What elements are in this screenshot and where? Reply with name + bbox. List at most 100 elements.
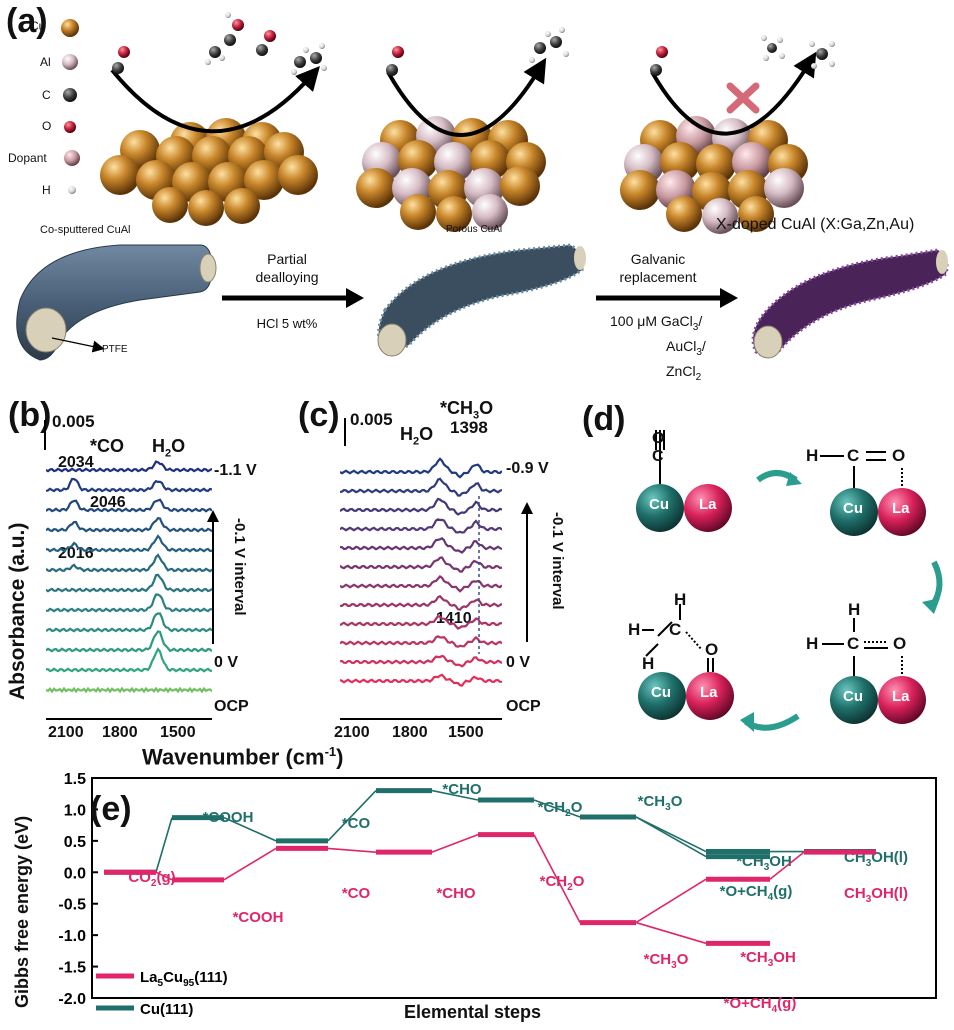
wavenumber-text: Wavenumber (cm xyxy=(142,744,325,770)
o: O xyxy=(419,424,434,444)
d2-h: H xyxy=(806,446,819,465)
step-label: CH3OH(l) xyxy=(844,885,908,905)
d3-h-top: H xyxy=(848,600,861,619)
d1-cu: Cu xyxy=(649,496,669,513)
interval-arrow-c xyxy=(521,502,533,642)
d4-cu: Cu xyxy=(651,684,671,701)
ch3o-label: *CH3O xyxy=(440,398,493,422)
connector xyxy=(155,871,173,881)
panel-label-d: (d) xyxy=(582,400,626,438)
step-label: *COOH xyxy=(203,809,254,826)
h: H xyxy=(152,436,165,456)
spectrum-b-trace xyxy=(46,517,212,533)
h: H xyxy=(400,424,413,444)
tube-doped xyxy=(751,248,949,359)
step-label: *CHO xyxy=(436,885,476,902)
step-label: *CO xyxy=(342,885,371,902)
legend-label: Cu(111) xyxy=(140,1001,193,1018)
xtick-b-1800: 1800 xyxy=(102,724,138,741)
step-label: *CHO xyxy=(442,781,482,798)
spectrum-c-trace xyxy=(340,654,502,668)
d1-la: La xyxy=(699,496,717,513)
paren: ) xyxy=(336,744,344,770)
panel-label-e: (e) xyxy=(90,790,132,828)
spectrum-b-trace xyxy=(46,498,212,513)
spectrum-b-trace xyxy=(46,686,212,694)
d3-cu: Cu xyxy=(843,688,863,705)
arrow1-top-line1: Partial xyxy=(267,251,307,267)
connector xyxy=(635,816,707,858)
scale-bar-c xyxy=(344,418,346,446)
arrow2-top-text: Galvanic replacement xyxy=(598,250,718,286)
connector xyxy=(533,799,581,818)
d1-o: O xyxy=(652,430,665,447)
connector xyxy=(635,921,707,945)
sup: -1 xyxy=(324,744,337,759)
arrow2-bottom-text: 100 μM GaCl3/ AuCl3/ ZnCl2 xyxy=(610,313,706,383)
spectrum-b-trace xyxy=(46,460,212,473)
d4-h-left: H xyxy=(628,620,641,639)
tube-porous xyxy=(377,243,586,357)
ylabel-e: Gibbs free energy (eV) xyxy=(12,815,32,1008)
tube2-label: Porous CuAl xyxy=(446,224,503,235)
spectrum-b-trace xyxy=(46,630,212,653)
spectrum-b-trace xyxy=(46,612,212,633)
xtick-c-1800: 1800 xyxy=(392,724,428,741)
sub: 2 xyxy=(413,435,420,448)
scale-bar-b xyxy=(44,420,46,450)
interval-arrow-b xyxy=(207,510,219,644)
zncl-label: ZnCl xyxy=(666,362,696,379)
spectrum-c-trace xyxy=(340,477,502,497)
spectrum-c-trace xyxy=(340,635,502,648)
gacl-label: GaCl xyxy=(660,313,693,329)
tube3-label: X-doped CuAl (X:Ga,Zn,Au) xyxy=(716,216,915,233)
cu-cluster-1 xyxy=(100,12,327,226)
d3-c: C xyxy=(847,634,860,653)
sub: 3 xyxy=(696,346,702,358)
sub: 2 xyxy=(695,371,702,383)
legend-al: Al xyxy=(40,55,51,69)
interval-b: -0.1 V interval xyxy=(231,518,248,616)
aucl-label: AuCl xyxy=(666,337,697,354)
spectrum-c-trace xyxy=(340,594,502,611)
step-label: CO2(g) xyxy=(128,869,175,889)
spectrum-c-trace xyxy=(340,457,502,479)
state-co xyxy=(636,430,802,532)
ocp-c: OCP xyxy=(506,698,541,715)
spectrum-c-trace xyxy=(340,556,502,573)
d1-c: C xyxy=(652,448,664,465)
top-v-b: -1.1 V xyxy=(214,462,257,479)
spectrum-c-trace xyxy=(340,614,502,630)
sub: 3 xyxy=(473,409,480,422)
legend-h: H xyxy=(42,183,51,197)
interval-c: -0.1 V interval xyxy=(549,512,566,610)
tube-co-sputtered xyxy=(16,244,217,361)
panel-a-figure xyxy=(16,12,949,361)
legend-dopant: Dopant xyxy=(8,151,47,165)
zero-v-b: 0 V xyxy=(214,654,239,671)
co-label: *CO xyxy=(90,436,125,456)
step-label: *CH3OH xyxy=(740,949,796,969)
plot-frame xyxy=(91,777,937,999)
o: O xyxy=(171,436,186,456)
spectrum-b-trace xyxy=(46,593,212,613)
spectrum-c-trace xyxy=(340,575,502,593)
ytick-label: -1.5 xyxy=(58,960,86,977)
spectrum-b-trace xyxy=(46,553,212,573)
d3-o: O xyxy=(893,634,907,653)
ytick-label: -2.0 xyxy=(58,991,86,1008)
connector xyxy=(431,789,479,801)
panel-a-legend xyxy=(61,19,80,194)
peak-2046: 2046 xyxy=(90,494,126,511)
step-label: *CH2O xyxy=(540,873,585,893)
spectrum-c-trace xyxy=(340,497,502,516)
panel-label-a: (a) xyxy=(6,2,48,40)
connector xyxy=(223,847,277,881)
scale-b: 0.005 xyxy=(52,412,95,431)
step-label: *CH3O xyxy=(644,951,689,971)
connector xyxy=(223,816,277,842)
spectrum-c-trace xyxy=(340,673,502,687)
o: O xyxy=(479,398,494,418)
h2o-label-b: H2O xyxy=(152,436,185,460)
step-label: *CO xyxy=(342,815,371,832)
